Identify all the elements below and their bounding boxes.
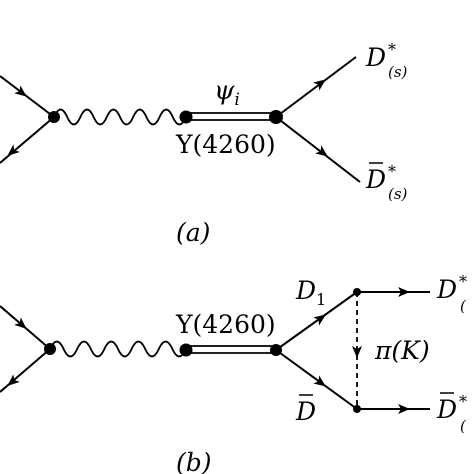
diagram-b: Y(4260) D 1 D π(K) D * ( D * ( (b) (0, 272, 467, 474)
svg-text:*: * (388, 162, 396, 181)
svg-text:(s): (s) (388, 185, 408, 203)
a-vertex-left (48, 111, 60, 123)
b-vertex-label: Y(4260) (175, 310, 276, 339)
svg-text:D: D (365, 43, 386, 72)
svg-text:(: ( (460, 417, 467, 435)
a-vertex-y (179, 110, 193, 124)
a-incoming-top-line (0, 75, 55, 118)
svg-text:D: D (365, 165, 386, 194)
b-vertex-y (179, 343, 193, 357)
svg-text:D: D (436, 275, 457, 304)
svg-text:*: * (459, 272, 467, 291)
svg-text:D: D (295, 276, 316, 305)
a-out-bottom-label: D * (s) (365, 162, 408, 203)
svg-text:1: 1 (316, 290, 326, 309)
a-vertex-label: Y(4260) (175, 130, 276, 159)
b-exchange-label: π(K) (374, 336, 430, 365)
a-outgoing-top-line (275, 56, 357, 118)
b-panel-label: (b) (176, 448, 212, 474)
svg-text:(: ( (460, 297, 467, 315)
a-outgoing-bottom-line (275, 116, 361, 183)
a-photon-line (53, 108, 187, 126)
a-propagator-label: ψi (214, 76, 240, 110)
svg-text:*: * (459, 392, 467, 411)
svg-text:(s): (s) (388, 63, 408, 81)
b-out-bottom-label: D * ( (436, 392, 467, 435)
b-incoming-top-line (0, 305, 51, 350)
b-out-top-label: D * ( (436, 272, 467, 315)
svg-text:D: D (295, 397, 316, 426)
a-panel-label: (a) (176, 218, 210, 247)
svg-text:*: * (388, 40, 396, 59)
b-upper-line-label: D 1 (295, 276, 326, 309)
b-lower-line-label: D (295, 394, 316, 426)
b-vertex-left (44, 343, 56, 355)
diagram-a: ψi Y(4260) D * (s) D * (s) (a) (0, 40, 408, 247)
a-incoming-bottom-line (0, 116, 55, 164)
b-photon-line (49, 340, 187, 358)
svg-text:D: D (436, 395, 457, 424)
b-dbar-line (275, 349, 358, 410)
b-incoming-bottom-line (0, 348, 51, 393)
a-out-top-label: D * (s) (365, 40, 408, 81)
